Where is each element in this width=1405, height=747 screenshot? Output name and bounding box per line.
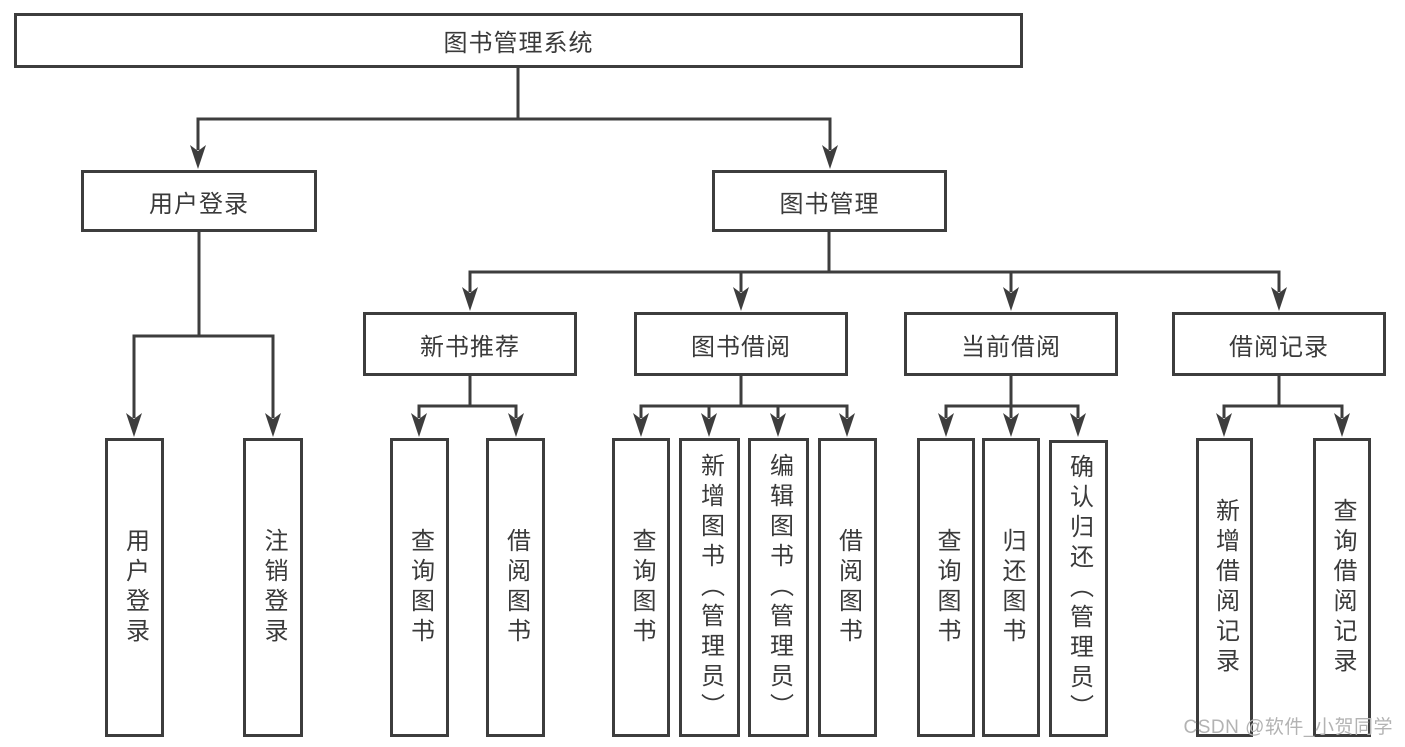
node-leaf-user-login: 用户登录 <box>105 438 164 737</box>
node-book-management: 图书管理 <box>712 170 947 232</box>
node-user-login: 用户登录 <box>81 170 317 232</box>
node-leaf-add-books-admin: 新增图书（管理员） <box>679 438 740 737</box>
node-leaf-add-borrow-record: 新增借阅记录 <box>1196 438 1253 737</box>
node-root: 图书管理系统 <box>14 13 1023 68</box>
node-book-borrowing: 图书借阅 <box>634 312 848 376</box>
node-borrowing-records: 借阅记录 <box>1172 312 1386 376</box>
node-leaf-query-borrow-record-label: 查询借阅记录 <box>1329 497 1356 678</box>
node-leaf-edit-books-admin: 编辑图书（管理员） <box>748 438 809 737</box>
node-leaf-query-borrow-record: 查询借阅记录 <box>1313 438 1371 737</box>
node-leaf-query-books-recommend: 查询图书 <box>390 438 449 737</box>
node-new-book-recommend-label: 新书推荐 <box>420 333 520 361</box>
node-leaf-confirm-return-admin-label: 确认归还（管理员） <box>1065 453 1093 724</box>
node-new-book-recommend: 新书推荐 <box>363 312 577 376</box>
node-leaf-add-books-admin-label: 新增图书（管理员） <box>696 452 724 723</box>
node-root-label: 图书管理系统 <box>443 30 594 57</box>
node-leaf-return-books-label: 归还图书 <box>998 527 1025 648</box>
node-leaf-confirm-return-admin: 确认归还（管理员） <box>1049 440 1108 737</box>
node-current-borrowing: 当前借阅 <box>904 312 1118 376</box>
node-leaf-borrow-books-recommend: 借阅图书 <box>486 438 545 737</box>
watermark: CSDN @软件_小贺同学 <box>1183 717 1393 738</box>
node-leaf-borrow-books-recommend-label: 借阅图书 <box>502 527 530 648</box>
node-book-borrowing-label: 图书借阅 <box>691 333 791 361</box>
node-leaf-query-books-current: 查询图书 <box>917 438 975 737</box>
node-borrowing-records-label: 借阅记录 <box>1229 333 1329 361</box>
node-leaf-query-books-borrowing-label: 查询图书 <box>628 527 655 648</box>
node-leaf-logout: 注销登录 <box>243 438 303 737</box>
node-leaf-logout-label: 注销登录 <box>260 527 287 648</box>
node-leaf-edit-books-admin-label: 编辑图书（管理员） <box>765 452 793 723</box>
arrowheads <box>126 145 1350 437</box>
node-leaf-query-books-recommend-label: 查询图书 <box>406 527 434 648</box>
node-leaf-borrow-books-borrowing-label: 借阅图书 <box>834 527 862 648</box>
node-leaf-add-borrow-record-label: 新增借阅记录 <box>1211 497 1239 678</box>
node-book-management-label: 图书管理 <box>779 190 880 218</box>
node-leaf-query-books-current-label: 查询图书 <box>933 527 960 648</box>
node-leaf-user-login-label: 用户登录 <box>121 527 149 648</box>
node-current-borrowing-label: 当前借阅 <box>961 333 1061 361</box>
node-user-login-label: 用户登录 <box>149 190 249 218</box>
node-leaf-return-books: 归还图书 <box>982 438 1040 737</box>
node-leaf-query-books-borrowing: 查询图书 <box>612 438 670 737</box>
node-leaf-borrow-books-borrowing: 借阅图书 <box>818 438 877 737</box>
